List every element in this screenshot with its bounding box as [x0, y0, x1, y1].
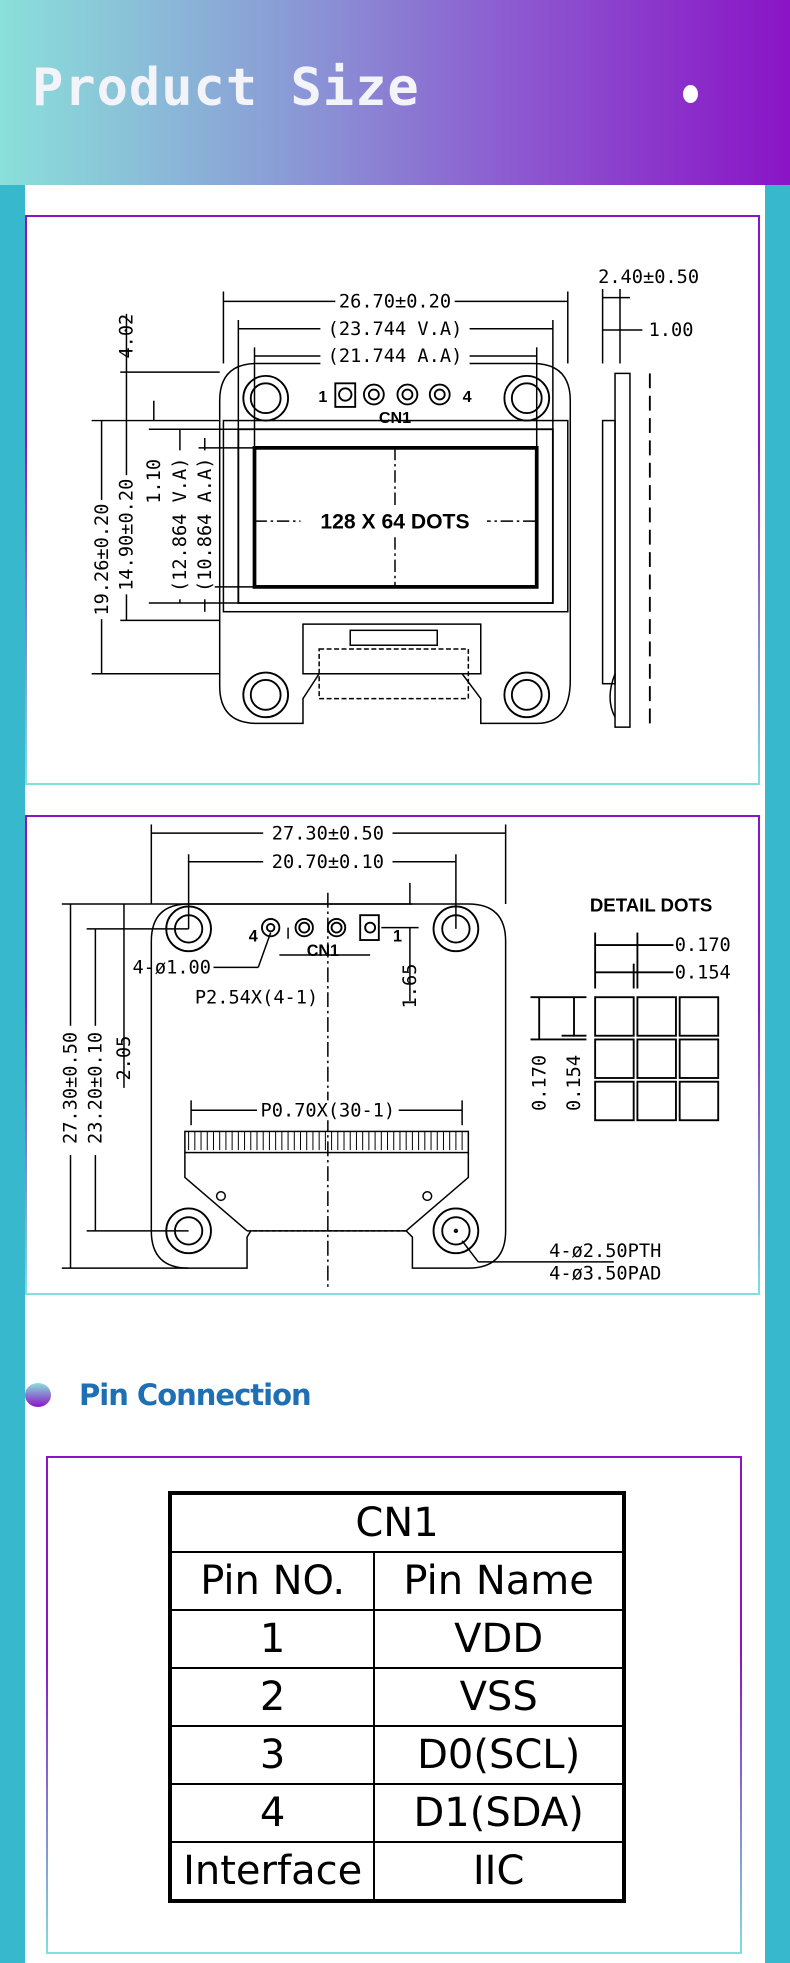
- dim-fpc-pitch: P0.70X(30-1): [261, 1101, 396, 1122]
- header-pin-no: Pin NO.: [168, 1551, 376, 1611]
- detail-dot-h: 0.154: [564, 1055, 585, 1111]
- fpc-pads: [184, 1130, 470, 1154]
- dim-aa-width: (21.744 A.A): [328, 346, 463, 367]
- glass-outline: [222, 419, 569, 613]
- dim-aa-offset: 1.10: [144, 459, 165, 504]
- back-view-drawing: 4 1 CN1 27.30±0.50: [25, 815, 760, 1295]
- dim-width: 26.70±0.20: [339, 292, 451, 313]
- dim-glass-thickness: 1.00: [649, 320, 694, 341]
- dim-va-height: (12.864 V.A): [170, 458, 191, 592]
- connector-label: CN1: [379, 409, 411, 427]
- connector-label: CN1: [307, 942, 339, 960]
- pin-name: D0(SCL): [373, 1725, 625, 1785]
- pin4-label: 4: [463, 388, 472, 406]
- dim-mount-pth: 4-ø2.50PTH: [549, 1241, 661, 1262]
- pin4-label: 4: [249, 927, 258, 945]
- detail-dot-w: 0.154: [675, 963, 731, 984]
- bullet-icon: [25, 1383, 51, 1407]
- pin-name: D1(SDA): [373, 1783, 625, 1843]
- section-title: Pin Connection: [79, 1378, 312, 1412]
- pin-no: 4: [168, 1783, 376, 1843]
- dim-va-width: (23.744 V.A): [328, 319, 463, 340]
- page-title: Product Size: [32, 58, 420, 118]
- dim-hole-v-spacing: 23.20±0.10: [86, 1032, 107, 1144]
- detail-dots-title: DETAIL DOTS: [590, 894, 712, 915]
- pin-no: 3: [168, 1725, 376, 1785]
- header-pins: [334, 382, 451, 408]
- pin-name: VSS: [373, 1667, 625, 1727]
- detail-dots-grid: [530, 932, 720, 1122]
- table-title: CN1: [169, 1492, 625, 1553]
- table-header-row: Pin NO. Pin Name: [168, 1551, 625, 1611]
- pin-no: Interface: [168, 1841, 376, 1902]
- pin-no: 2: [168, 1667, 376, 1727]
- dim-pin-hole: 4-ø1.00: [132, 958, 211, 979]
- dim-thickness: 2.40±0.50: [598, 267, 699, 288]
- viewing-area: [237, 428, 554, 604]
- dim-height: 19.26±0.20: [92, 504, 113, 616]
- dim-hole-spacing: 20.70±0.10: [272, 852, 384, 873]
- front-view-drawing: 1 4 CN1 128 X 64 DOTS: [25, 215, 760, 785]
- pin1-label: 1: [393, 927, 402, 945]
- dimension-lines: [61, 824, 614, 1269]
- header-pins: [261, 914, 380, 941]
- dim-pin-pitch: P2.54X(4-1): [195, 987, 318, 1008]
- dim-height: 27.30±0.50: [61, 1032, 82, 1144]
- resolution-label: 128 X 64 DOTS: [320, 511, 469, 534]
- pin-connection-heading: Pin Connection: [25, 1378, 312, 1412]
- dim-aa-height: (10.864 A.A): [195, 458, 216, 592]
- header-pin-name: Pin Name: [373, 1551, 625, 1611]
- pin-name: VDD: [373, 1609, 625, 1669]
- pin-name: IIC: [373, 1841, 625, 1902]
- section-header: Product Size: [0, 0, 790, 185]
- pin-no: 1: [168, 1609, 376, 1669]
- detail-pitch-h: 0.170: [675, 935, 731, 956]
- dim-hole-offset: 2.05: [114, 1036, 135, 1081]
- table-title-row: CN1: [169, 1492, 625, 1553]
- mounting-hole: [242, 374, 551, 719]
- decorative-dot: [683, 85, 698, 103]
- dim-pin-offset: 1.65: [400, 964, 421, 1009]
- pin1-label: 1: [318, 388, 327, 406]
- pcb-outline: [218, 362, 572, 725]
- detail-pitch-v: 0.170: [529, 1055, 550, 1111]
- dim-mount-pad: 4-ø3.50PAD: [549, 1263, 661, 1284]
- side-view: [601, 288, 651, 728]
- dim-top-offset: 4.02: [117, 314, 138, 359]
- dim-glass-height: 14.90±0.20: [117, 479, 138, 591]
- dim-width: 27.30±0.50: [272, 823, 384, 844]
